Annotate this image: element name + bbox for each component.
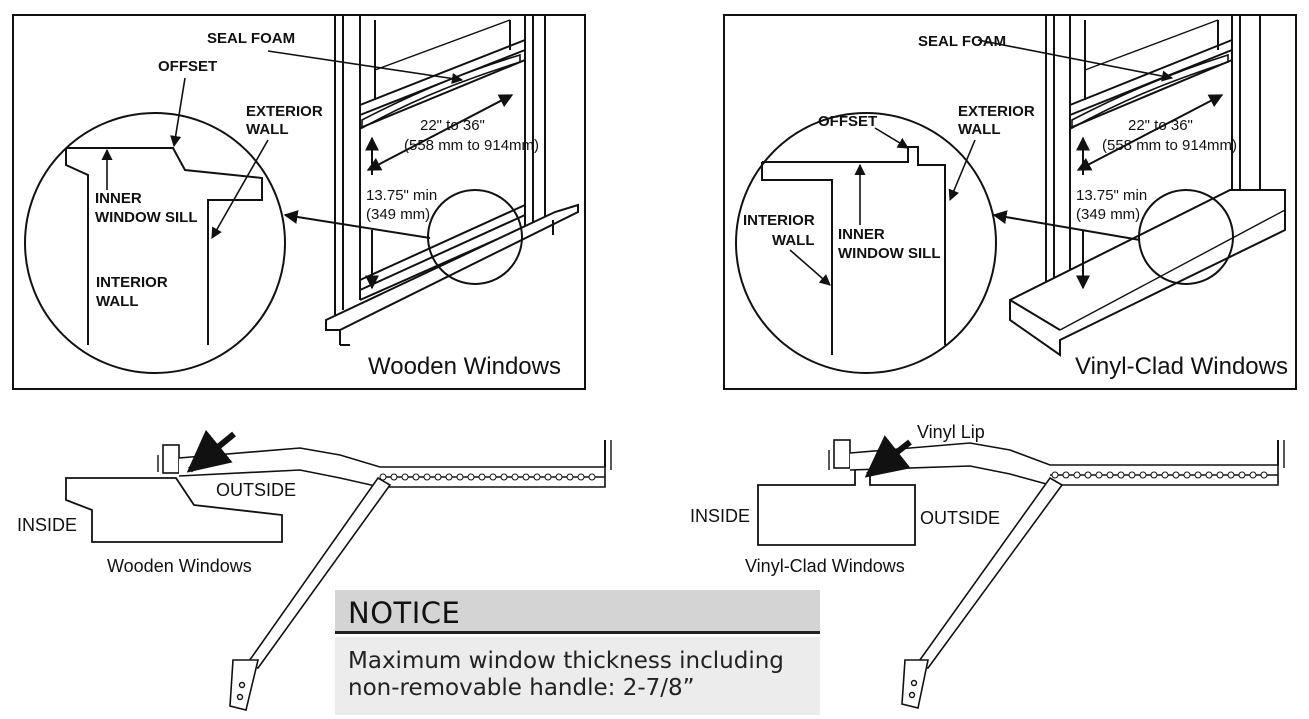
rail-hole xyxy=(1205,471,1213,479)
rail-hole xyxy=(1084,471,1092,479)
rail-hole xyxy=(500,473,508,481)
rail-hole xyxy=(566,473,574,481)
notice-header: NOTICE xyxy=(335,590,820,634)
rail-hole xyxy=(555,473,563,481)
rail-hole xyxy=(1183,471,1191,479)
vinyl-window-panel: SEAL FOAM OFFSET EXTERIOR WALL INNER WIN… xyxy=(723,14,1297,390)
rail-hole xyxy=(1062,471,1070,479)
rail-holes xyxy=(379,473,596,481)
rail-hole xyxy=(1073,471,1081,479)
dim-min-label: 13.75" min xyxy=(1076,187,1147,204)
dim-min-mm-label: (349 mm) xyxy=(366,206,430,223)
wooden-window-panel: SEAL FOAM OFFSET EXTERIOR WALL INNER WIN… xyxy=(12,14,586,390)
vinyl-lip-label: Vinyl Lip xyxy=(917,422,985,442)
inner-sill-label: INNER xyxy=(95,190,142,207)
rail-hole xyxy=(1128,471,1136,479)
rail-hole xyxy=(1249,471,1257,479)
dim-range-label: 22" to 36" xyxy=(1128,117,1193,134)
rail-hole xyxy=(588,473,596,481)
rail-hole xyxy=(544,473,552,481)
outside-label: OUTSIDE xyxy=(216,480,296,500)
rail-hole xyxy=(1238,471,1246,479)
rail-hole xyxy=(423,473,431,481)
rail-hole xyxy=(1139,471,1147,479)
exterior-wall-label: EXTERIOR xyxy=(958,103,1035,120)
notice-text: Maximum window thickness including non-r… xyxy=(348,648,784,701)
rail-hole xyxy=(1260,471,1268,479)
dim-range-mm-label: (558 mm to 914mm) xyxy=(404,137,539,154)
rail-hole xyxy=(533,473,541,481)
notice-title: NOTICE xyxy=(348,596,461,630)
rail-hole xyxy=(1216,471,1224,479)
dim-min-label: 13.75" min xyxy=(366,187,437,204)
vinyl-panel-caption: Vinyl-Clad Windows xyxy=(1075,353,1288,380)
rail-hole xyxy=(489,473,497,481)
rail-hole xyxy=(1150,471,1158,479)
rail-hole xyxy=(511,473,519,481)
rail-hole xyxy=(1172,471,1180,479)
rail-hole xyxy=(401,473,409,481)
rail-hole xyxy=(456,473,464,481)
wooden-panel-caption: Wooden Windows xyxy=(368,353,561,380)
interior-wall-label-2: WALL xyxy=(772,232,815,249)
offset-label: OFFSET xyxy=(158,58,217,75)
rail-hole xyxy=(1051,471,1059,479)
rail-hole xyxy=(1227,471,1235,479)
rail-hole xyxy=(445,473,453,481)
panel-frame xyxy=(723,14,1297,390)
exterior-wall-label-2: WALL xyxy=(958,121,1001,138)
wooden-bracket-diagram: OUTSIDE INSIDE Wooden Windows xyxy=(17,429,612,711)
rail-hole xyxy=(1161,471,1169,479)
dim-range-label: 22" to 36" xyxy=(420,117,485,134)
wooden-bracket-caption: Wooden Windows xyxy=(107,556,252,576)
rail-hole xyxy=(522,473,530,481)
outside-label: OUTSIDE xyxy=(920,508,1000,528)
seal-foam-label: SEAL FOAM xyxy=(918,33,1006,50)
dim-min-mm-label: (349 mm) xyxy=(1076,206,1140,223)
rail-hole xyxy=(390,473,398,481)
rail-hole xyxy=(1117,471,1125,479)
exterior-wall-label: EXTERIOR xyxy=(246,103,323,120)
interior-wall-label-2: WALL xyxy=(96,293,139,310)
rail-hole xyxy=(1095,471,1103,479)
window-frame-drawing xyxy=(325,15,579,346)
rail-holes xyxy=(1051,471,1268,479)
rail-hole xyxy=(412,473,420,481)
notice-body: Maximum window thickness including non-r… xyxy=(335,637,820,715)
seal-foam-label: SEAL FOAM xyxy=(207,30,295,47)
inside-label: INSIDE xyxy=(17,515,77,535)
panel-frame xyxy=(12,14,586,390)
vinyl-bracket-diagram: Vinyl Lip INSIDE OUTSIDE Vinyl-Clad Wind… xyxy=(690,422,1285,709)
detail-circle xyxy=(24,112,286,374)
vinyl-bracket-caption: Vinyl-Clad Windows xyxy=(745,556,905,576)
inner-sill-label-2: WINDOW SILL xyxy=(95,209,197,226)
window-frame-drawing xyxy=(1009,15,1286,357)
exterior-wall-label-2: WALL xyxy=(246,121,289,138)
offset-label: OFFSET xyxy=(818,113,877,130)
interior-wall-label: INTERIOR xyxy=(96,274,168,291)
detail-circle xyxy=(735,112,997,374)
inner-sill-label: INNER xyxy=(838,226,885,243)
rail-hole xyxy=(577,473,585,481)
rail-hole xyxy=(467,473,475,481)
rail-hole xyxy=(1194,471,1202,479)
interior-wall-label: INTERIOR xyxy=(743,212,815,229)
rail-hole xyxy=(1106,471,1114,479)
inside-label: INSIDE xyxy=(690,506,750,526)
inner-sill-label-2: WINDOW SILL xyxy=(838,245,940,262)
rail-hole xyxy=(478,473,486,481)
dim-range-mm-label: (558 mm to 914mm) xyxy=(1102,137,1237,154)
rail-hole xyxy=(434,473,442,481)
